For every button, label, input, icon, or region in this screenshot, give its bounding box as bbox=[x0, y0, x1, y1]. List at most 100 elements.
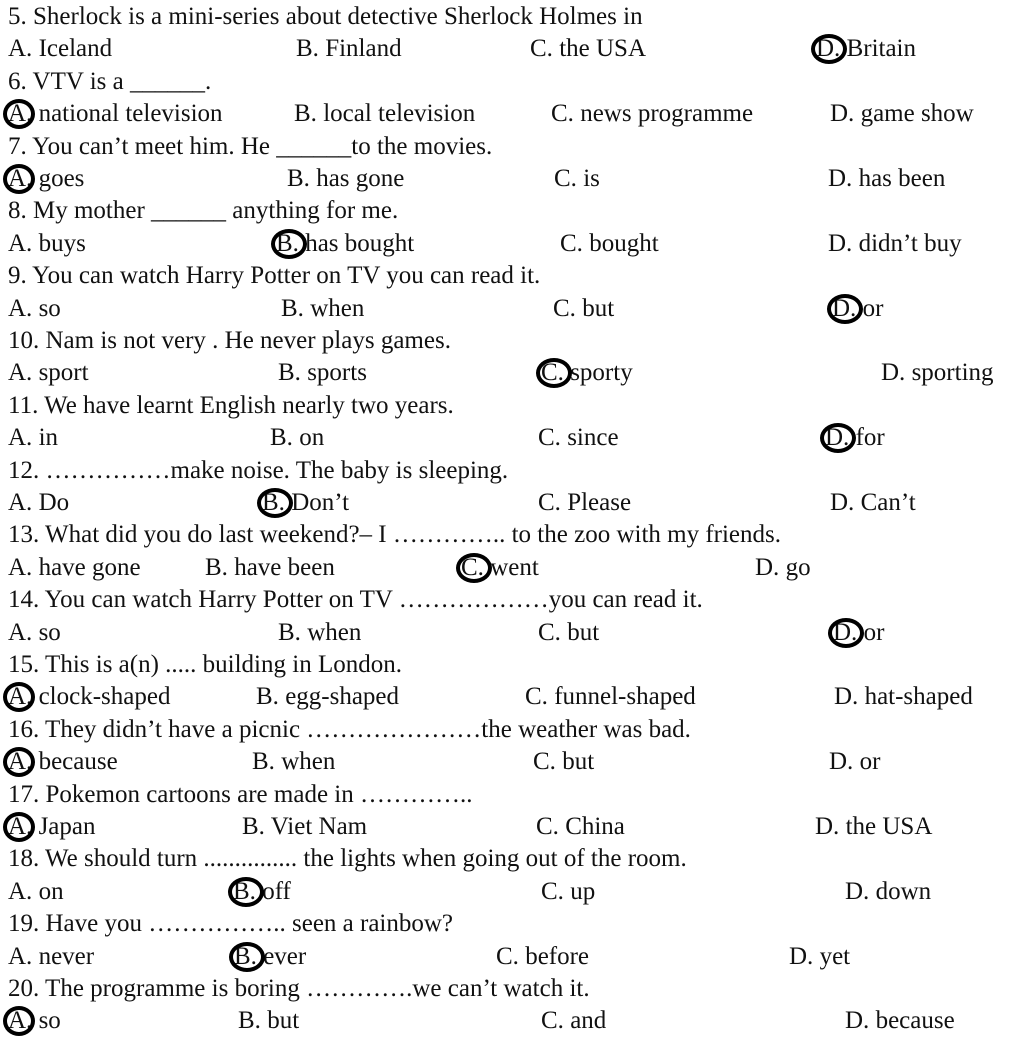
option-c: C. is bbox=[554, 163, 600, 195]
question-text: 19. Have you …………….. seen a rainbow? bbox=[8, 910, 454, 938]
question-text: 15. This is a(n) ..... building in Londo… bbox=[8, 651, 402, 678]
option-text: didn’t buy bbox=[852, 229, 962, 257]
option-text: never bbox=[32, 942, 95, 970]
option-letter: C. bbox=[538, 618, 561, 646]
option-letter: A. bbox=[8, 618, 33, 646]
option-text: but bbox=[560, 618, 600, 646]
option-letter: C. bbox=[541, 1007, 564, 1035]
option-b: B. Viet Nam bbox=[242, 811, 367, 843]
option-d: D. or bbox=[827, 293, 883, 325]
option-c: C. before bbox=[496, 941, 589, 973]
option-b: B. has gone bbox=[287, 163, 404, 195]
option-c: C. but bbox=[533, 746, 594, 778]
option-letter: C. bbox=[530, 35, 553, 63]
option-text: so bbox=[32, 1007, 61, 1035]
option-letter: B. bbox=[294, 100, 317, 128]
option-letter: D. bbox=[829, 748, 854, 776]
question-text: 5. Sherlock is a mini-series about detec… bbox=[8, 3, 643, 30]
option-text: news programme bbox=[573, 100, 754, 128]
option-text: so bbox=[32, 294, 61, 322]
option-c: C. but bbox=[553, 293, 614, 325]
option-letter: B. bbox=[278, 618, 301, 646]
option-text: Please bbox=[560, 489, 632, 516]
question-text: 11. We have learnt English nearly two ye… bbox=[8, 391, 454, 419]
option-letter: D. bbox=[755, 553, 780, 581]
option-c: C. news programme bbox=[551, 98, 753, 130]
option-text: Britain bbox=[840, 35, 916, 63]
option-b: B. but bbox=[238, 1005, 299, 1037]
option-letter: C. bbox=[525, 683, 548, 711]
option-b: B. when bbox=[281, 293, 364, 325]
option-text: goes bbox=[32, 165, 85, 192]
option-text: local television bbox=[316, 100, 476, 128]
option-letter: C. bbox=[533, 748, 556, 776]
option-d: D. or bbox=[829, 746, 880, 778]
option-d: D. Can’t bbox=[830, 487, 916, 519]
option-letter: D. bbox=[881, 359, 906, 387]
option-letter: A. bbox=[8, 489, 33, 516]
option-letter: A. bbox=[8, 748, 33, 776]
option-a: A. sport bbox=[8, 357, 89, 389]
option-letter: A. bbox=[8, 100, 33, 128]
option-a: A. never bbox=[8, 941, 94, 973]
question-14: 14. You can watch Harry Potter on TV ………… bbox=[0, 584, 1024, 616]
option-a: A. on bbox=[8, 876, 64, 908]
option-letter: C. bbox=[461, 553, 484, 581]
option-d: D. down bbox=[845, 876, 931, 908]
option-text: hat-shaped bbox=[858, 683, 973, 711]
option-text: in bbox=[32, 424, 59, 452]
option-text: so bbox=[32, 618, 61, 646]
question-text: 7. You can’t meet him. He ______to the m… bbox=[8, 132, 493, 160]
option-letter: B. bbox=[262, 489, 285, 516]
option-text: off bbox=[255, 877, 291, 905]
option-text: the USA bbox=[552, 35, 646, 63]
option-c: C. funnel-shaped bbox=[525, 681, 696, 713]
question-9: 9. You can watch Harry Potter on TV you … bbox=[0, 260, 1024, 292]
option-text: on bbox=[292, 424, 325, 452]
question-text: 12. ……………make noise. The baby is sleepin… bbox=[8, 456, 509, 484]
option-a: A. buys bbox=[8, 228, 86, 260]
option-text: have been bbox=[227, 553, 335, 581]
option-a: A. in bbox=[8, 422, 58, 454]
option-letter: C. bbox=[554, 165, 577, 192]
option-letter: D. bbox=[789, 942, 814, 970]
question-text: 17. Pokemon cartoons are made in ………….. bbox=[8, 780, 473, 808]
option-letter: B. bbox=[296, 35, 319, 63]
option-letter: A. bbox=[8, 877, 33, 905]
option-text: has been bbox=[852, 165, 946, 192]
option-c: C. up bbox=[541, 876, 595, 908]
option-letter: D. bbox=[815, 813, 840, 840]
option-c: C. sporty bbox=[536, 357, 633, 389]
option-a: A. so bbox=[3, 1005, 61, 1037]
option-a: A. so bbox=[8, 293, 61, 325]
option-b: B. on bbox=[270, 422, 324, 454]
option-text: is bbox=[576, 165, 600, 192]
question-20: 20. The programme is boring ………….we can’… bbox=[0, 973, 1024, 1005]
option-a: A. have gone bbox=[8, 552, 141, 584]
option-letter: C. bbox=[553, 294, 576, 322]
option-b: B. off bbox=[228, 876, 291, 908]
option-text: national television bbox=[32, 100, 223, 128]
option-c: C. Please bbox=[538, 487, 631, 519]
option-letter: A. bbox=[8, 813, 33, 840]
option-d: D. hat-shaped bbox=[834, 681, 973, 713]
question-15: 15. This is a(n) ..... building in Londo… bbox=[0, 649, 1024, 681]
option-letter: B. bbox=[278, 359, 301, 387]
option-c: C. but bbox=[538, 617, 599, 649]
option-letter: D. bbox=[845, 877, 870, 905]
option-text: ever bbox=[256, 942, 307, 970]
question-text: 9. You can watch Harry Potter on TV you … bbox=[8, 262, 541, 290]
option-text: Viet Nam bbox=[264, 813, 368, 840]
option-letter: B. bbox=[242, 813, 265, 840]
option-a: A. national television bbox=[3, 98, 223, 130]
options-row-9: A. so B. when C. but D. or bbox=[0, 293, 1024, 325]
option-letter: D. bbox=[845, 1007, 870, 1035]
option-d: D. Britain bbox=[811, 33, 916, 65]
option-text: on bbox=[32, 877, 64, 905]
question-6: 6. VTV is a ______. bbox=[0, 66, 1024, 98]
option-text: sport bbox=[32, 359, 89, 387]
